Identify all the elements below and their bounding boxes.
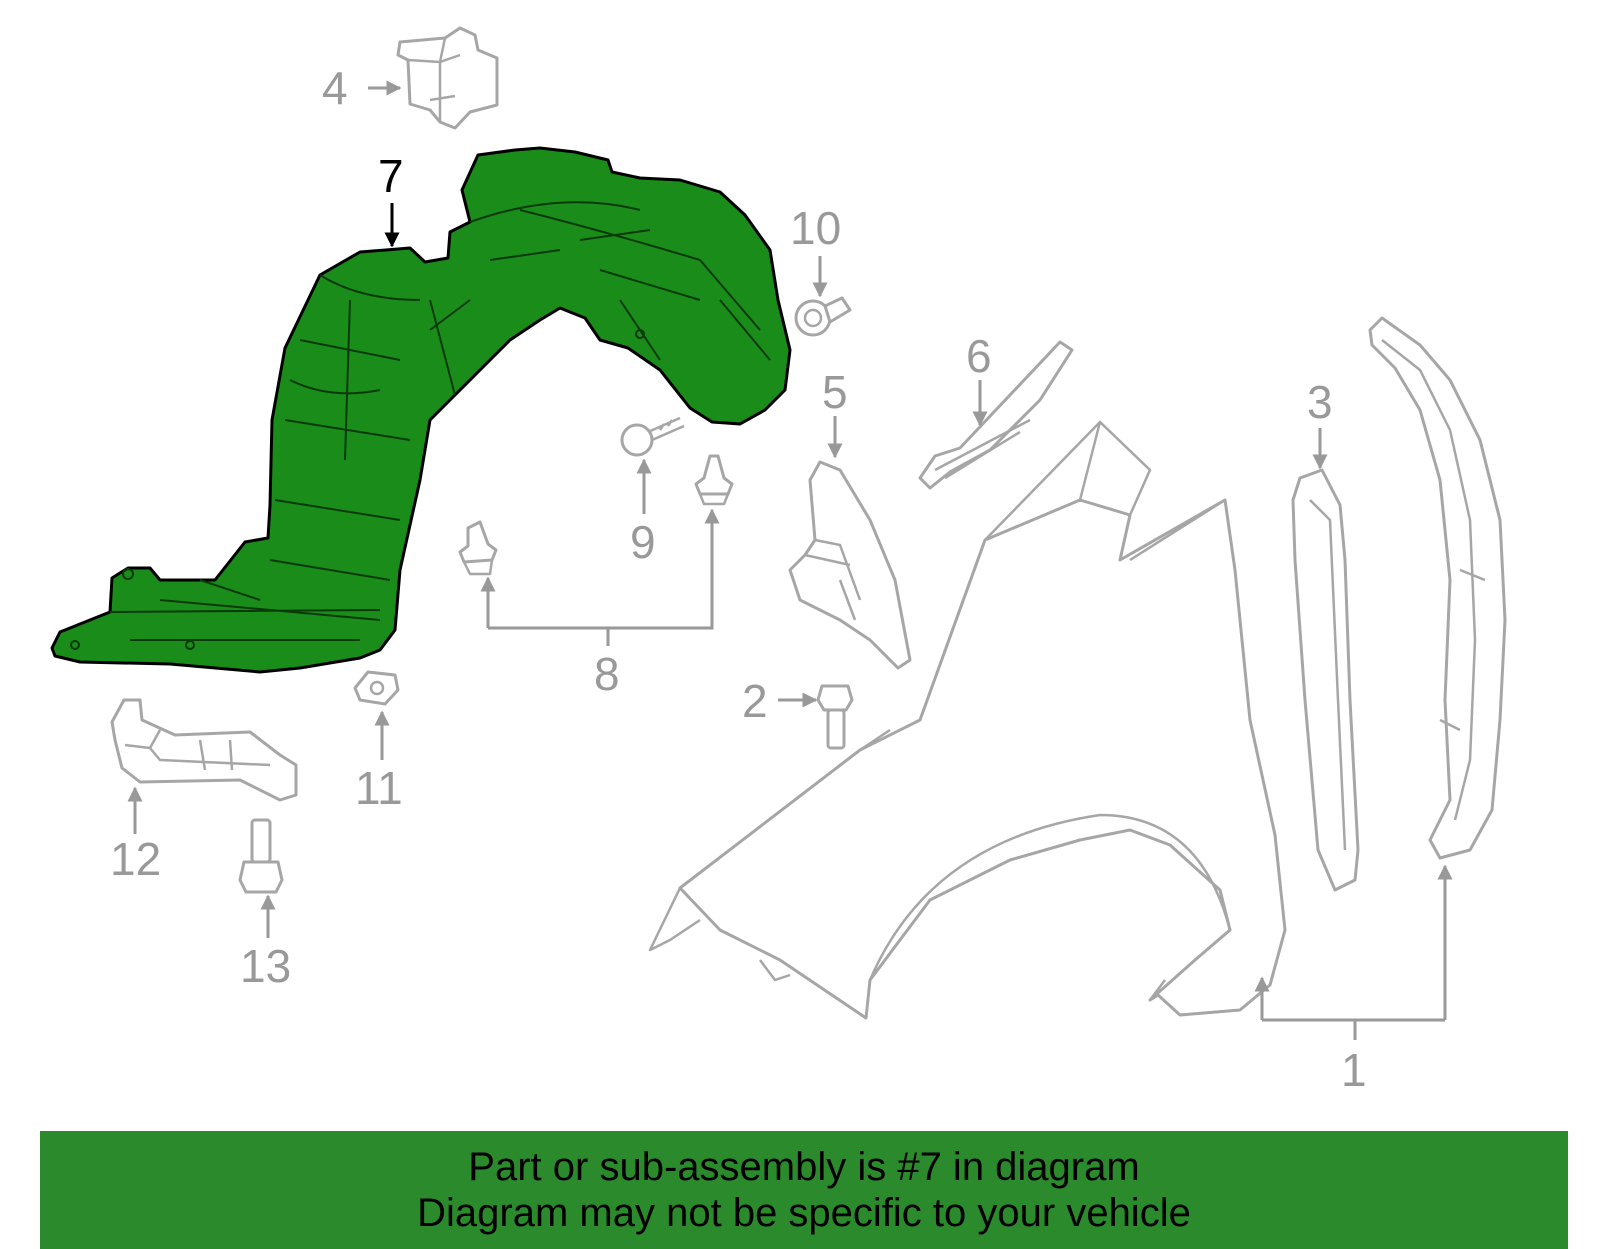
- callout-8: 8: [594, 648, 620, 700]
- part-3-seal: [1291, 468, 1360, 892]
- callout-9: 9: [630, 516, 656, 568]
- part-9-screw: [620, 416, 685, 457]
- part-10-clip: [794, 296, 852, 337]
- callout-6: 6: [966, 330, 992, 382]
- callout-7: 7: [378, 150, 404, 202]
- callout-2: 2: [742, 675, 768, 727]
- part-7-fender-liner: [50, 146, 792, 674]
- callout-10: 10: [790, 202, 841, 254]
- callout-3: 3: [1307, 376, 1333, 428]
- banner-line-1: Part or sub-assembly is #7 in diagram: [468, 1145, 1140, 1189]
- info-banner: Part or sub-assembly is #7 in diagram Di…: [40, 1131, 1568, 1249]
- part-13-bolt: [238, 818, 284, 894]
- part-5-bracket: [788, 460, 912, 670]
- leader-lines: [127, 80, 1453, 1040]
- part-11-nut: [353, 670, 400, 706]
- callout-4: 4: [322, 62, 348, 114]
- banner-line-2: Diagram may not be specific to your vehi…: [417, 1191, 1191, 1235]
- part-8-clips: [458, 454, 734, 576]
- callout-13: 13: [240, 940, 291, 992]
- part-4-bracket: [396, 26, 499, 130]
- callout-12: 12: [110, 833, 161, 885]
- part-1-liner-piece: [1368, 316, 1507, 860]
- callout-1: 1: [1341, 1044, 1367, 1096]
- part-2-bolt: [816, 684, 854, 750]
- callout-5: 5: [822, 366, 848, 418]
- part-12-bracket: [110, 698, 298, 802]
- callout-11: 11: [355, 762, 403, 814]
- part-1-fender: [648, 420, 1287, 1020]
- part-6-trim: [918, 340, 1074, 490]
